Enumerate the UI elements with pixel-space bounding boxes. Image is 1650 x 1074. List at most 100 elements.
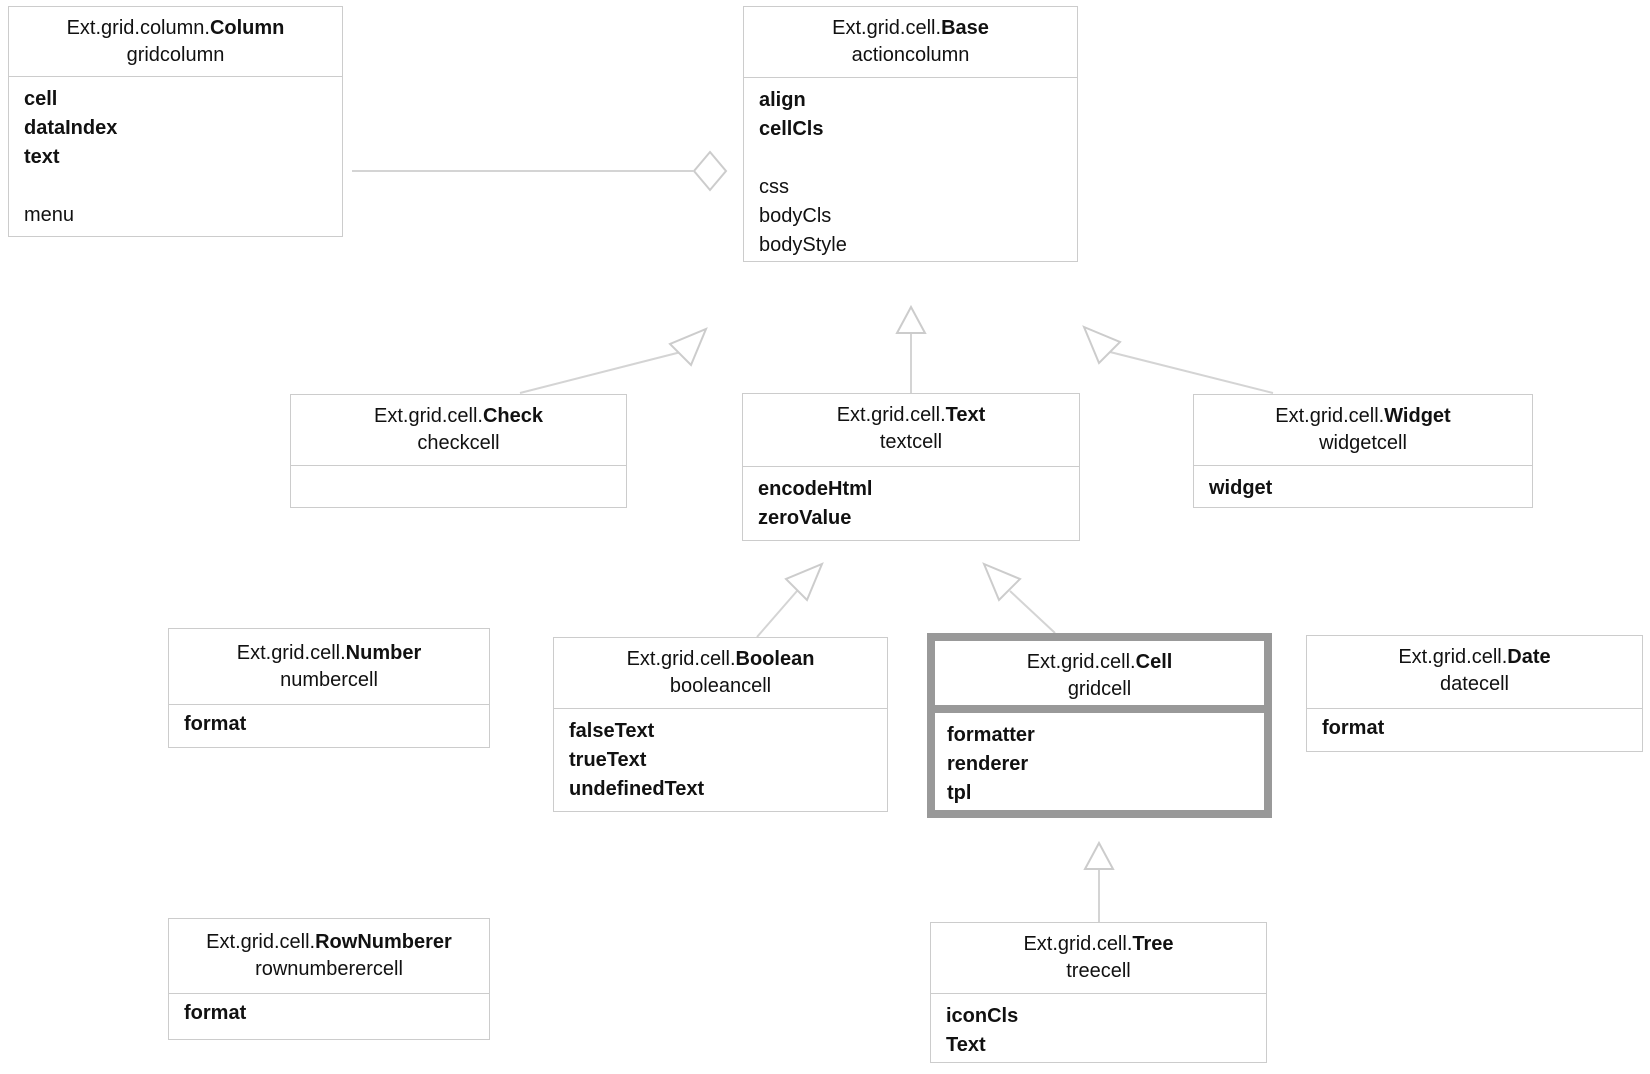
class-name: Tree — [1132, 933, 1174, 955]
field-label: tpl — [947, 782, 972, 804]
class-box-boolean[interactable]: Ext.grid.cell.Boolean booleancell falseT… — [553, 637, 888, 812]
inheritance-arrow-icon — [1083, 840, 1115, 870]
class-box-fields: formatter renderer tpl — [935, 713, 1264, 808]
field-label: css — [759, 176, 789, 198]
class-box-header: Ext.grid.cell.Tree treecell — [931, 923, 1266, 994]
class-namespace: Ext.grid.cell. — [1026, 651, 1136, 673]
class-title: Ext.grid.cell.Boolean — [554, 646, 887, 673]
class-title: Ext.grid.cell.Check — [291, 403, 626, 430]
class-box-number[interactable]: Ext.grid.cell.Number numbercell format — [168, 628, 490, 748]
xtype-label: checkcell — [417, 432, 500, 454]
class-box-header: Ext.grid.cell.Number numbercell — [169, 629, 489, 705]
class-name: Widget — [1384, 405, 1451, 427]
field-label: align — [759, 89, 806, 111]
inheritance-arrow-icon — [784, 562, 824, 602]
spacer — [759, 144, 1077, 173]
class-box-header: Ext.grid.cell.Base actioncolumn — [744, 7, 1077, 78]
class-box-check[interactable]: Ext.grid.cell.Check checkcell — [290, 394, 627, 508]
xtype-label: numbercell — [280, 669, 378, 691]
class-box-header: Ext.grid.cell.Check checkcell — [291, 395, 626, 466]
class-name: Base — [941, 17, 989, 39]
class-box-header: Ext.grid.cell.RowNumberer rownumberercel… — [169, 919, 489, 994]
class-box-fields: falseText trueText undefinedText — [554, 709, 887, 804]
class-name: RowNumberer — [315, 931, 452, 953]
field-label: renderer — [947, 753, 1029, 775]
inheritance-arrow-icon — [1082, 325, 1122, 365]
inheritance-arrow-tree-cell — [1083, 840, 1115, 922]
class-box-date[interactable]: Ext.grid.cell.Date datecell format — [1306, 635, 1643, 752]
xtype-label: textcell — [879, 431, 943, 453]
class-name: Number — [345, 642, 422, 664]
class-box-header: Ext.grid.cell.Boolean booleancell — [554, 638, 887, 709]
xtype-label: datecell — [1440, 673, 1509, 695]
xtype-label: actioncolumn — [851, 44, 970, 66]
class-namespace: Ext.grid.cell. — [1275, 405, 1385, 427]
field-label: encodeHtml — [758, 478, 873, 500]
class-box-base[interactable]: Ext.grid.cell.Base actioncolumn align ce… — [743, 6, 1078, 262]
class-box-column[interactable]: Ext.grid.column.Column gridcolumn cell d… — [8, 6, 343, 237]
class-name: Text — [945, 404, 986, 426]
class-box-header: Ext.grid.cell.Cell gridcell — [935, 641, 1264, 713]
field-label: text — [24, 146, 60, 168]
field-label: menu — [24, 204, 75, 226]
field-label: cellCls — [759, 118, 824, 140]
class-box-rownumberer[interactable]: Ext.grid.cell.RowNumberer rownumberercel… — [168, 918, 490, 1040]
class-namespace: Ext.grid.cell. — [626, 648, 736, 670]
field-label: bodyCls — [759, 205, 832, 227]
class-box-tree[interactable]: Ext.grid.cell.Tree treecell iconCls Text — [930, 922, 1267, 1063]
xtype-label: booleancell — [669, 675, 772, 697]
class-box-fields: encodeHtml zeroValue — [743, 467, 1079, 533]
aggregation-diamond-icon — [692, 150, 728, 192]
class-title: Ext.grid.cell.Tree — [931, 931, 1266, 958]
inheritance-arrow-cell-text — [982, 562, 1056, 634]
field-label: falseText — [569, 720, 655, 742]
class-name: Boolean — [735, 648, 815, 670]
field-label: bodyStyle — [759, 234, 847, 256]
xtype-label: gridcell — [1067, 678, 1132, 700]
class-box-fields: format — [1307, 709, 1642, 743]
inheritance-arrow-icon — [982, 562, 1022, 602]
class-namespace: Ext.grid.cell. — [374, 405, 483, 427]
spacer — [24, 172, 342, 201]
xtype-label: rownumberercell — [255, 958, 403, 980]
inheritance-arrow-text-base — [895, 304, 927, 393]
class-box-cell-selected[interactable]: Ext.grid.cell.Cell gridcell formatter re… — [927, 633, 1272, 818]
inheritance-arrow-icon — [895, 304, 927, 334]
class-box-header: Ext.grid.cell.Text textcell — [743, 394, 1079, 467]
class-box-fields: align cellCls css bodyCls bodyStyle — [744, 78, 1077, 260]
class-box-header: Ext.grid.column.Column gridcolumn — [9, 7, 342, 77]
xtype-label: gridcolumn — [126, 44, 225, 66]
field-label: dataIndex — [24, 117, 118, 139]
xtype-label: treecell — [1066, 960, 1131, 982]
field-label: widget — [1209, 477, 1273, 499]
class-namespace: Ext.grid.column. — [66, 17, 210, 39]
class-namespace: Ext.grid.cell. — [836, 404, 946, 426]
class-box-fields: iconCls Text — [931, 994, 1266, 1060]
class-title: Ext.grid.cell.Widget — [1194, 403, 1532, 430]
class-box-header: Ext.grid.cell.Date datecell — [1307, 636, 1642, 709]
field-label: trueText — [569, 749, 647, 771]
field-label: format — [184, 1002, 247, 1024]
class-namespace: Ext.grid.cell. — [206, 931, 316, 953]
aggregation-connector — [352, 150, 728, 192]
field-label: format — [184, 713, 247, 735]
class-box-fields: format — [169, 705, 489, 739]
class-name: Check — [482, 405, 543, 427]
class-name: Cell — [1135, 651, 1173, 673]
inheritance-arrow-boolean-text — [756, 562, 824, 638]
field-label: cell — [24, 88, 58, 110]
class-box-text[interactable]: Ext.grid.cell.Text textcell encodeHtml z… — [742, 393, 1080, 541]
class-box-header: Ext.grid.cell.Widget widgetcell — [1194, 395, 1532, 466]
class-box-widget[interactable]: Ext.grid.cell.Widget widgetcell widget — [1193, 394, 1533, 508]
inheritance-arrow-check-base — [519, 327, 708, 394]
field-label: formatter — [947, 724, 1035, 746]
class-namespace: Ext.grid.cell. — [832, 17, 942, 39]
class-name: Column — [209, 17, 285, 39]
class-title: Ext.grid.cell.RowNumberer — [169, 929, 489, 956]
class-namespace: Ext.grid.cell. — [1398, 646, 1508, 668]
class-title: Ext.grid.cell.Cell — [935, 649, 1264, 676]
xtype-label: widgetcell — [1319, 432, 1407, 454]
field-label: undefinedText — [569, 778, 705, 800]
